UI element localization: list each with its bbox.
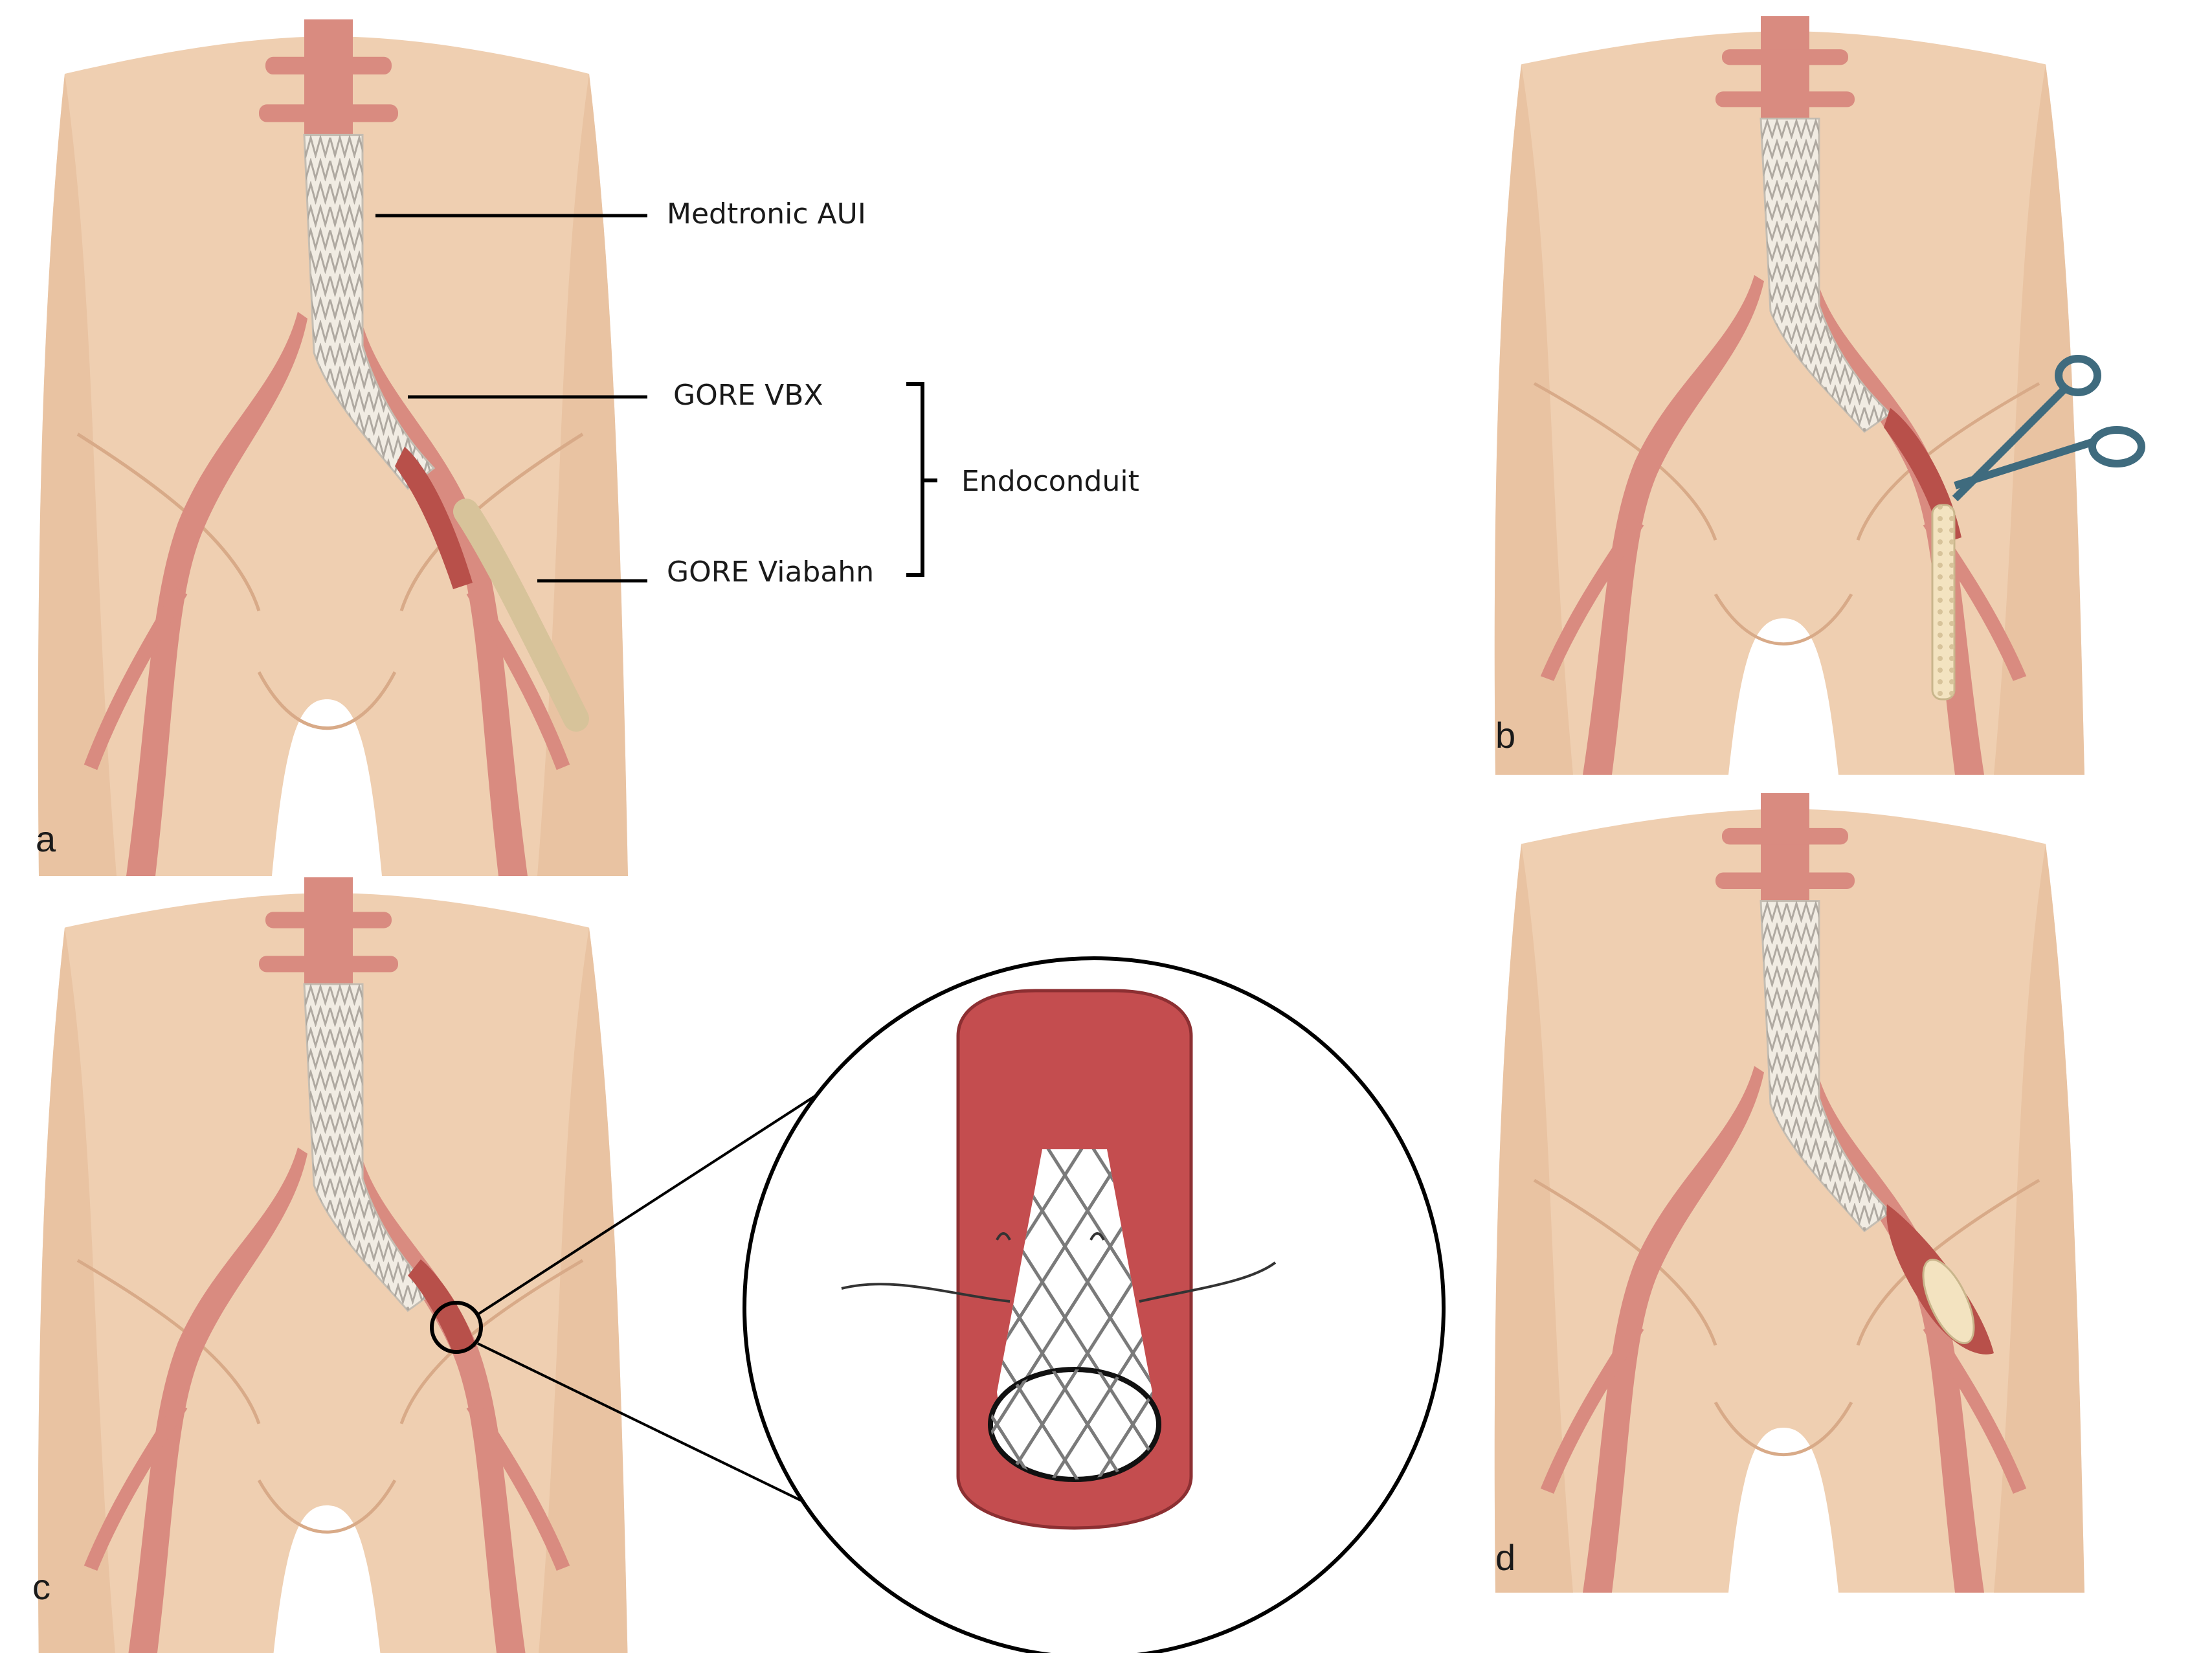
zoomed-vessel [841,989,1277,1530]
bracket [906,382,937,577]
label-medtronic-aui: Medtronic AUI [667,197,866,231]
scissors-icon [1952,355,2145,502]
label-gore-vbx: GORE VBX [673,379,823,412]
panel-letter-c: c [32,1566,50,1607]
panel-letter-a: a [36,818,56,859]
panel-letter-d: d [1495,1537,1515,1578]
panel-d: d [1495,793,2084,1593]
panel-b: b [1495,16,2145,775]
label-endoconduit: Endoconduit [961,465,1139,498]
zoom-line-top [476,1067,859,1316]
callout-group: Medtronic AUI GORE VBX GORE Viabahn Endo… [375,197,1139,589]
magnifier-circle [430,1301,483,1354]
panel-letter-b: b [1495,715,1515,756]
suture-icon [841,1232,1277,1303]
label-gore-viabahn: GORE Viabahn [667,556,874,589]
panel-a: a [36,19,628,876]
zoom-line-bottom [477,1342,858,1529]
panel-c: c [32,877,1446,1653]
